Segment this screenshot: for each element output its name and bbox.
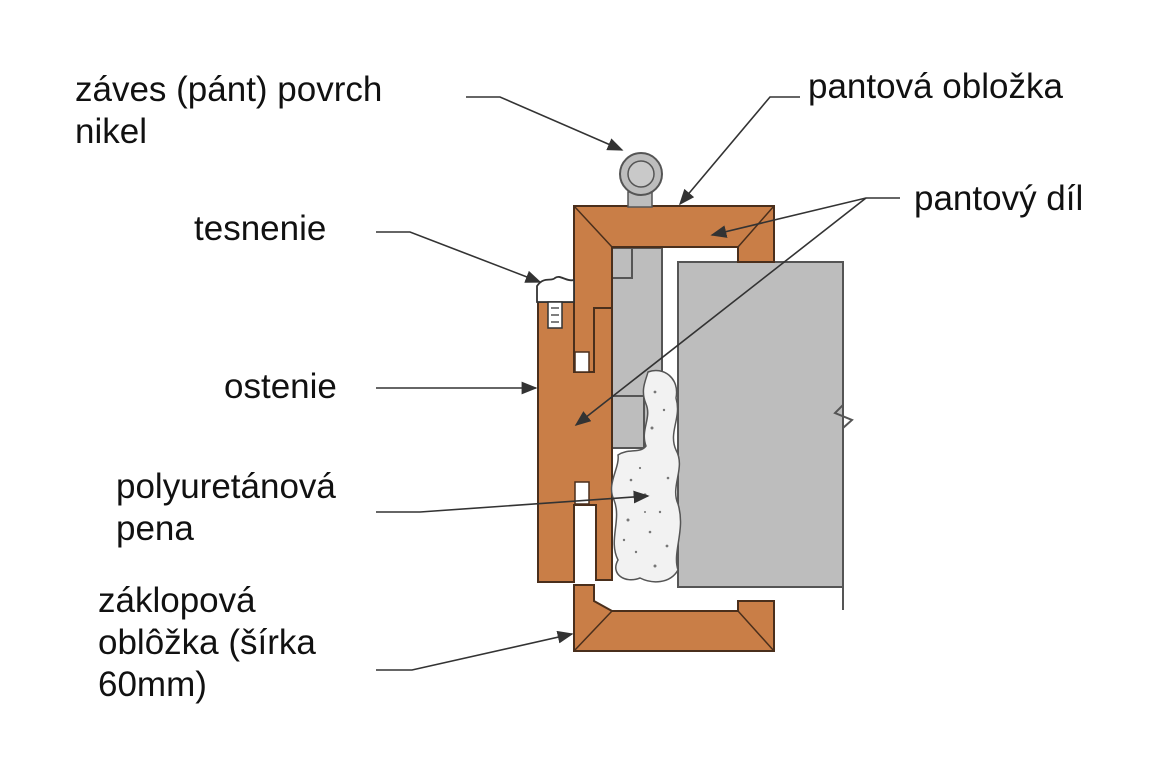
pu-foam-blob bbox=[610, 369, 682, 583]
snap-casing bbox=[573, 584, 775, 652]
label-hinge-line-1: záves (pánt) povrch bbox=[75, 70, 383, 109]
label-hinge-casing-line-1: pantová obložka bbox=[808, 67, 1063, 106]
label-foam-line-1: polyuretánová bbox=[116, 467, 336, 506]
leader-lines bbox=[376, 96, 900, 671]
hinge-knuckle bbox=[619, 152, 663, 208]
hinge-plate-top bbox=[611, 247, 633, 279]
leader-hinge bbox=[466, 96, 624, 151]
rubber-seal-barbs bbox=[551, 307, 559, 323]
leader-foam bbox=[376, 490, 650, 513]
door-leaf bbox=[677, 261, 854, 610]
label-snap-casing-line-2: oblôžka (šírka bbox=[98, 623, 316, 662]
label-seal: tesnenie bbox=[194, 208, 326, 250]
hinge-plate-lower bbox=[611, 395, 645, 449]
snap-casing-shape bbox=[573, 584, 775, 652]
label-hinge-line-2: nikel bbox=[75, 112, 147, 151]
label-snap-casing: záklopová oblôžka (šírka 60mm) bbox=[98, 580, 316, 706]
pu-foam-specks bbox=[622, 390, 670, 568]
pu-foam bbox=[610, 369, 682, 583]
label-jamb-line-1: ostenie bbox=[224, 367, 337, 406]
hinge-casing-bevel bbox=[573, 205, 775, 248]
door-leaf-panel bbox=[677, 261, 844, 588]
leader-snap-casing bbox=[376, 630, 574, 671]
label-hinge-casing: pantová obložka bbox=[808, 66, 1063, 108]
label-foam: polyuretánová pena bbox=[116, 466, 336, 550]
door-leaf-break-line bbox=[833, 262, 854, 610]
hinge-knuckle-inner bbox=[627, 160, 655, 188]
label-seal-line-1: tesnenie bbox=[194, 209, 327, 248]
jamb-shape bbox=[537, 301, 613, 583]
label-jamb: ostenie bbox=[224, 366, 337, 408]
label-snap-casing-line-3: 60mm) bbox=[98, 665, 207, 704]
leader-hinge-part-lower bbox=[574, 197, 867, 426]
rubber-seal bbox=[536, 276, 575, 329]
rubber-seal-head bbox=[536, 276, 575, 303]
slot-lower bbox=[574, 481, 590, 505]
slot-upper bbox=[574, 351, 590, 373]
leader-seal bbox=[376, 231, 542, 283]
label-hinge-part-line-1: pantový díl bbox=[914, 179, 1084, 218]
leader-hinge-casing bbox=[678, 96, 800, 206]
jamb bbox=[537, 301, 613, 583]
hinge-plate bbox=[611, 247, 663, 449]
snap-casing-bevel bbox=[573, 610, 775, 652]
label-foam-line-2: pena bbox=[116, 509, 194, 548]
label-hinge-part: pantový díl bbox=[914, 178, 1083, 220]
label-snap-casing-line-1: záklopová bbox=[98, 581, 256, 620]
label-hinge: záves (pánt) povrch nikel bbox=[75, 69, 382, 153]
